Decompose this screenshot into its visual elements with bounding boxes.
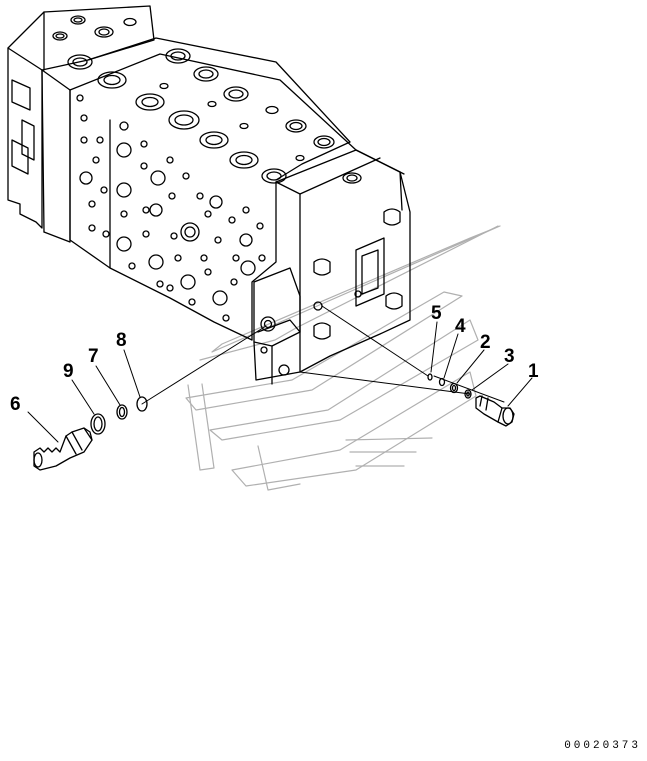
callout-1: 1 xyxy=(528,361,539,382)
callout-9: 9 xyxy=(63,361,74,382)
callout-2: 2 xyxy=(480,332,491,353)
callout-4: 4 xyxy=(455,316,466,337)
plug-part xyxy=(475,395,515,427)
front-face-holes xyxy=(76,94,362,376)
manufacturer-logo-watermark xyxy=(185,225,501,491)
assembly-guide-lines xyxy=(141,305,505,405)
drawing-number: 00020373 xyxy=(564,740,641,752)
callout-6: 6 xyxy=(10,394,21,415)
backup-ring-part-7 xyxy=(116,404,128,420)
relief-valve-part xyxy=(33,427,93,471)
callout-7: 7 xyxy=(88,346,99,367)
o-ring-part-9 xyxy=(90,413,106,435)
backup-ring-part-3 xyxy=(464,389,472,399)
o-ring-part-8 xyxy=(136,396,148,412)
callout-3: 3 xyxy=(504,346,515,367)
top-face-ports xyxy=(52,15,362,184)
o-ring-part-4 xyxy=(438,377,446,387)
callout-5: 5 xyxy=(431,303,442,324)
o-ring-part-5 xyxy=(427,373,433,381)
o-ring-part-2 xyxy=(449,382,459,394)
leader-lines xyxy=(27,321,533,443)
callout-8: 8 xyxy=(116,330,127,351)
callout-labels: 1 2 3 4 5 6 7 8 9 xyxy=(10,303,539,415)
